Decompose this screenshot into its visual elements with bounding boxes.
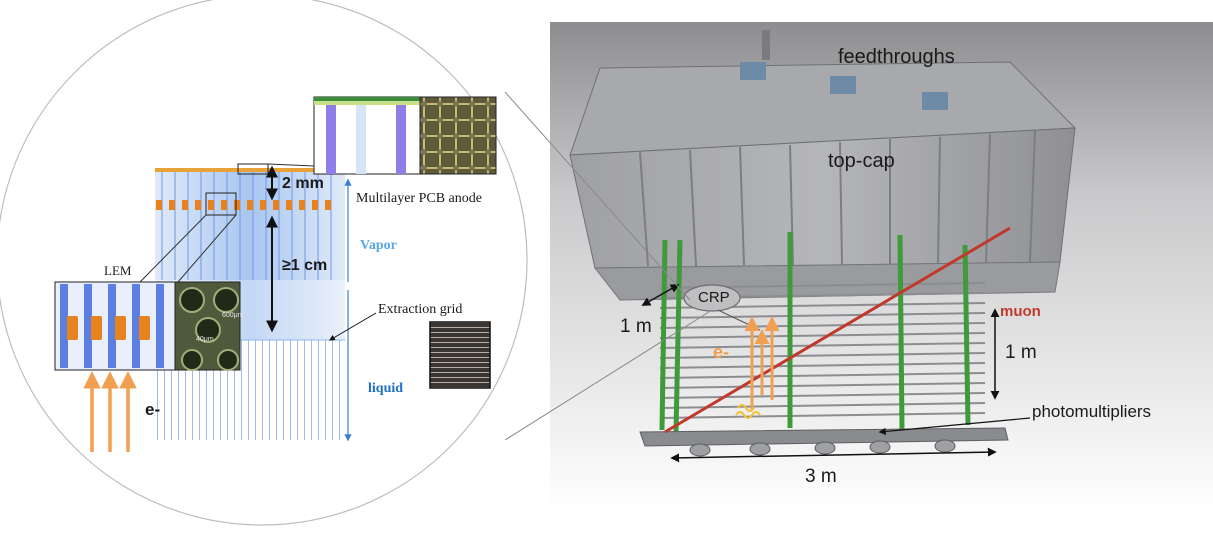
three-m-arrow — [670, 447, 997, 463]
size-600um-label: 600μm — [222, 312, 244, 319]
green-support-columns — [659, 232, 971, 433]
feedthrough-box — [740, 62, 766, 80]
extraction-grid-label: Extraction grid — [378, 302, 463, 317]
multilayer-pcb-anode-label: Multilayer PCB anode — [356, 191, 482, 206]
lem-inset — [54, 281, 241, 371]
anode-inset — [313, 96, 497, 175]
one-m-left-label: 1 m — [620, 316, 652, 337]
feedthroughs-label: feedthroughs — [838, 46, 955, 68]
crp-label: CRP — [698, 289, 730, 306]
liquid-label: liquid — [368, 381, 404, 396]
vapor-field-region — [155, 172, 345, 280]
feedthrough-chimney — [762, 30, 770, 60]
size-40um-label: 40μm — [196, 336, 214, 343]
lem-label: LEM — [104, 263, 132, 278]
three-m-label: 3 m — [805, 466, 837, 487]
lem-zoom-connector-a — [139, 214, 207, 283]
one-cm-label: ≥1 cm — [282, 257, 328, 274]
vapor-label: Vapor — [360, 238, 397, 253]
gamma-squiggle — [735, 404, 761, 419]
anode-zoom-connector — [267, 163, 315, 167]
zoom-line-top — [504, 91, 691, 301]
crp-label-oval — [683, 284, 741, 312]
extraction-grid-photo — [429, 321, 491, 389]
electron-arrows-left — [83, 371, 137, 452]
extraction-grid-pointer — [328, 312, 377, 341]
top-cap-ribs — [639, 130, 1036, 267]
muon-track — [664, 226, 1011, 434]
lem-electrode-row — [156, 200, 331, 210]
electron-label-right: e- — [713, 342, 730, 362]
feedthrough-box — [830, 76, 856, 94]
zoom-line-bottom — [504, 309, 713, 441]
lem-zoom-connector-b — [177, 214, 237, 283]
two-mm-label: 2 mm — [282, 175, 324, 192]
feedthrough-box — [922, 92, 948, 110]
photomultipliers-label: photomultipliers — [1032, 402, 1152, 421]
electron-label-left: e- — [145, 400, 161, 419]
top-cap-label: top-cap — [828, 150, 895, 172]
detector-render — [550, 22, 1213, 512]
anode-strip — [155, 168, 345, 172]
one-m-right-label: 1 m — [1005, 342, 1037, 363]
electron-drift-arrows — [744, 316, 780, 410]
one-m-left-arrow — [641, 284, 680, 306]
photomultipliers-pointer — [878, 417, 1031, 436]
lem-zoom-box — [205, 192, 237, 216]
muon-label: muon — [1000, 303, 1041, 320]
